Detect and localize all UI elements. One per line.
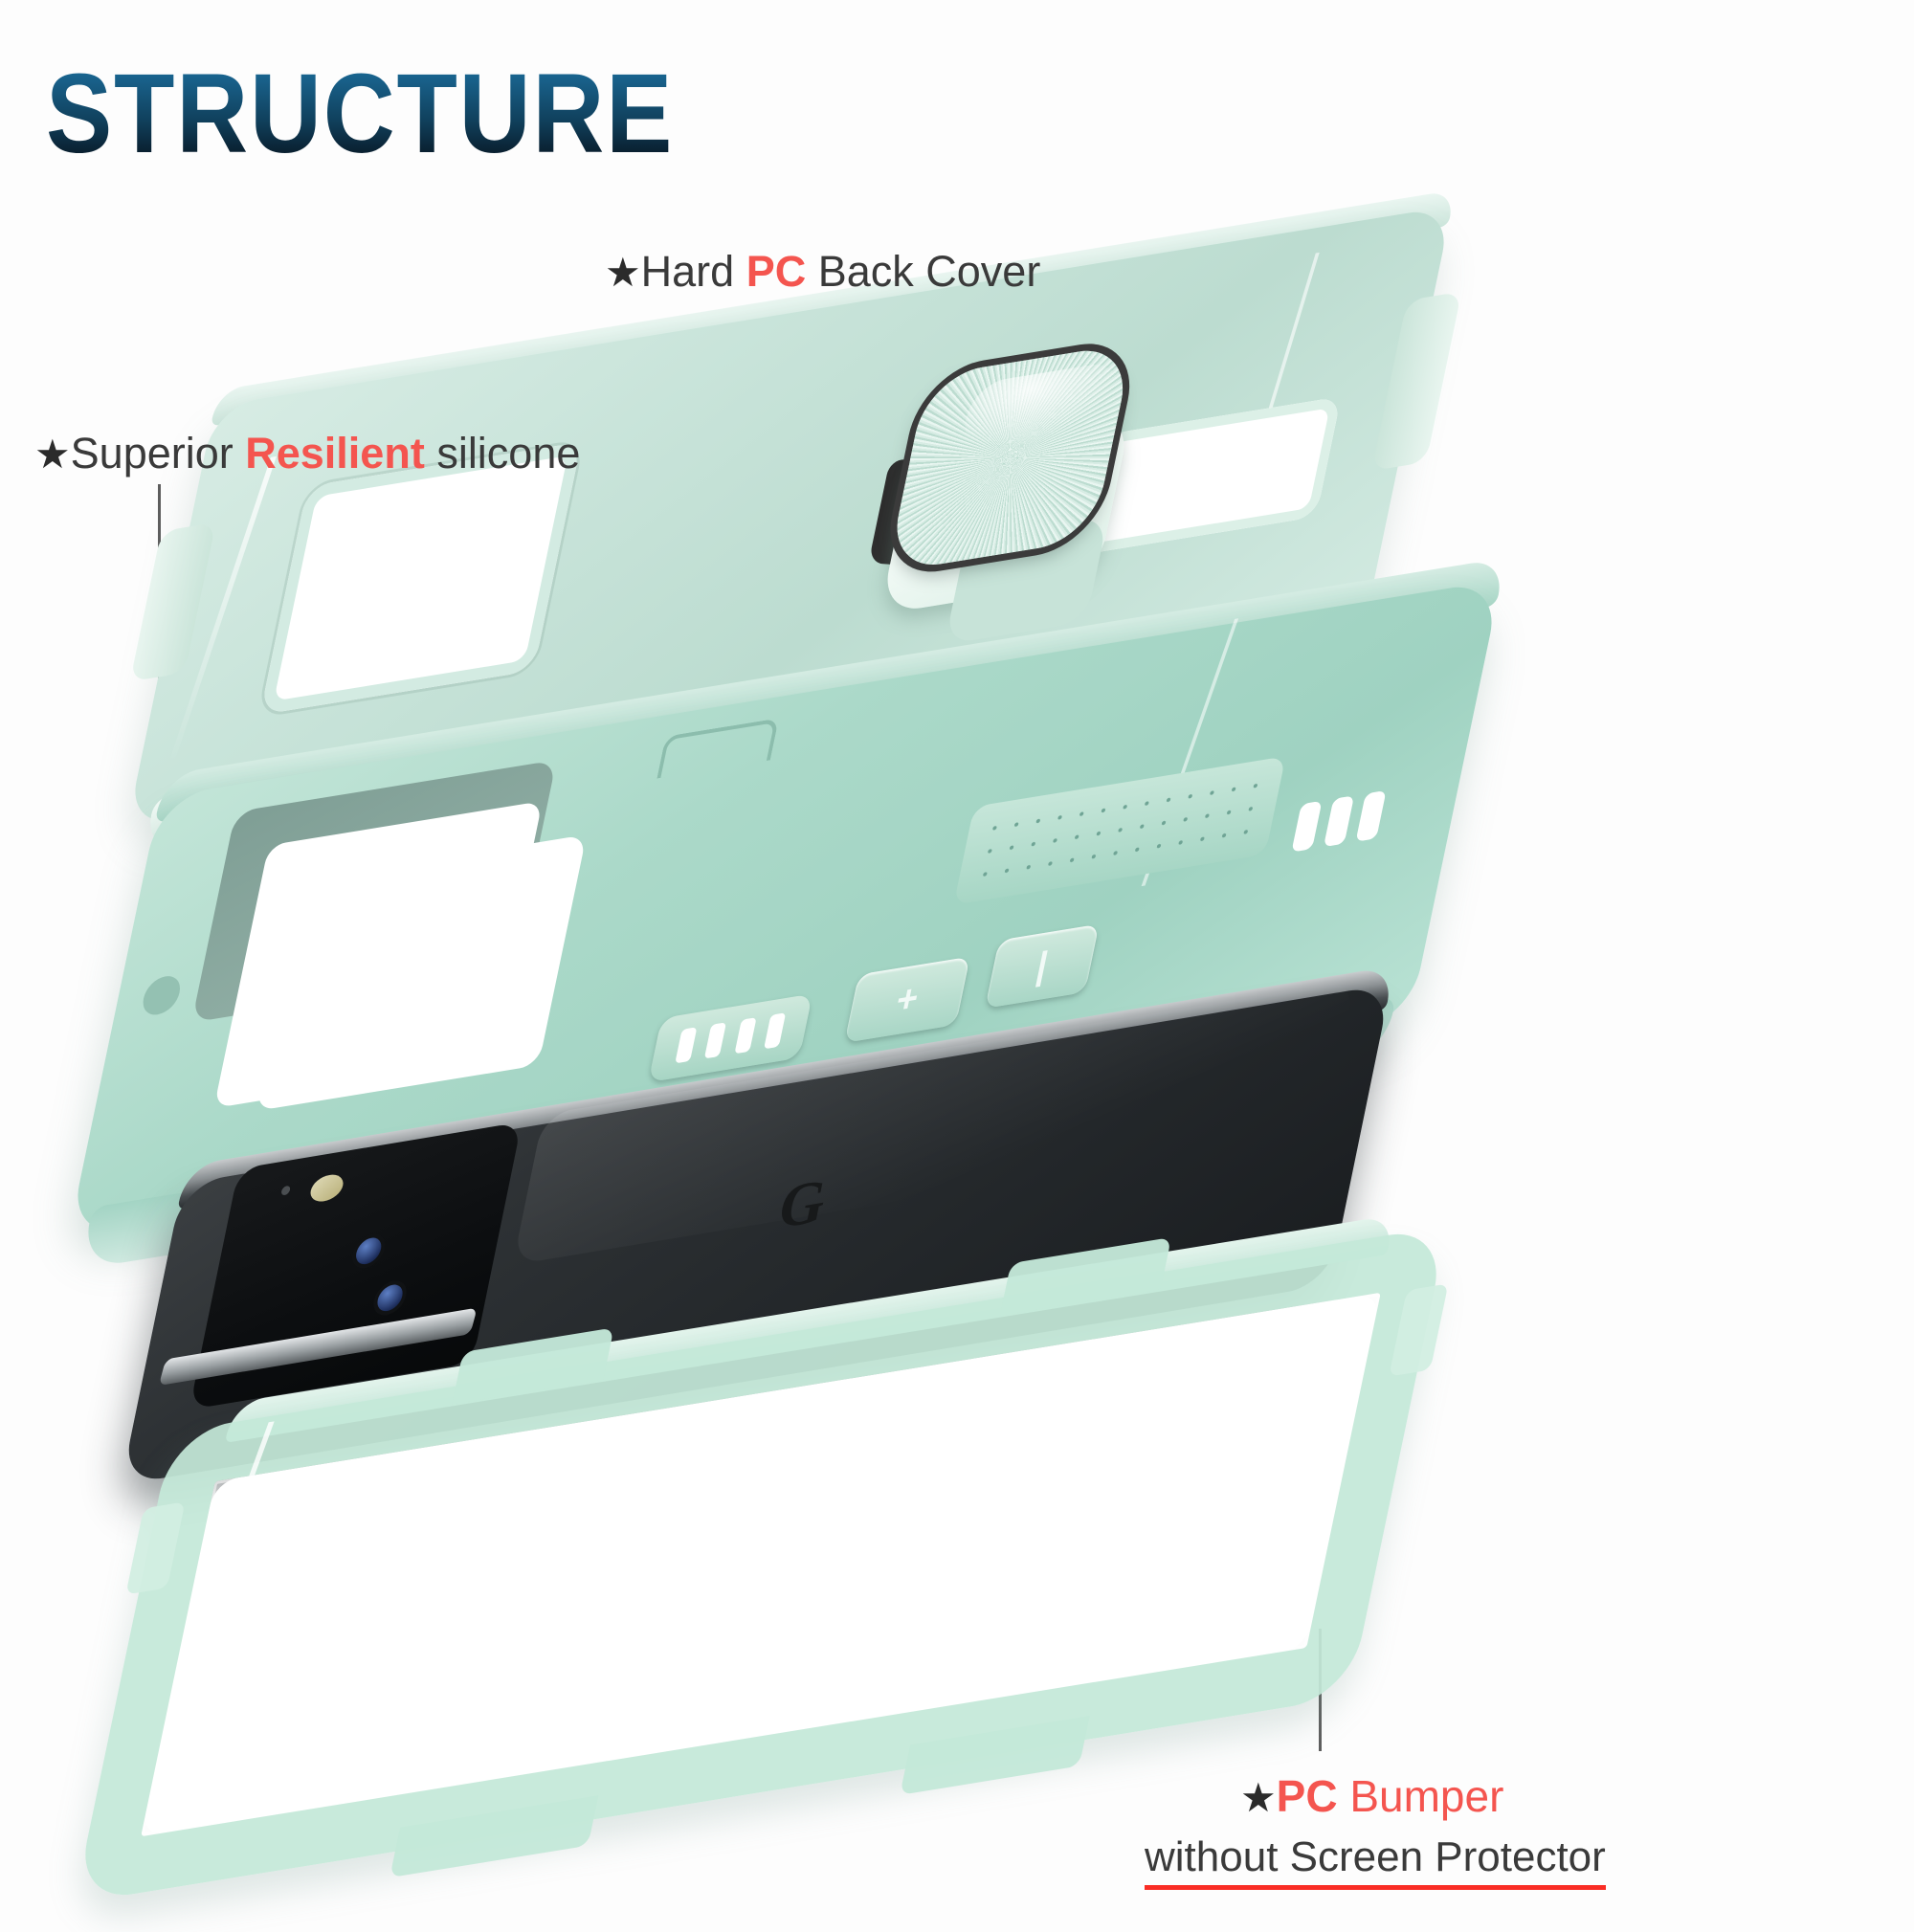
phone-sensor-dot — [280, 1185, 291, 1196]
speaker-grille-dots — [971, 772, 1268, 889]
phone-flash — [307, 1172, 346, 1205]
back-cover-notch-right — [1370, 291, 1462, 472]
callout-pc-bumper: ★PC Bumper — [1240, 1770, 1503, 1822]
slot-bar — [733, 1017, 757, 1055]
silicone-speaker-grille — [953, 756, 1286, 905]
volume-up-button[interactable]: + — [844, 956, 970, 1043]
callout-suffix: Bumper — [1337, 1771, 1504, 1821]
power-button[interactable]: | — [985, 923, 1100, 1009]
silicone-air-vents — [1289, 771, 1445, 862]
air-vent-slot — [1291, 800, 1323, 853]
ring-holder — [845, 338, 1140, 645]
callout-suffix: Back Cover — [806, 247, 1041, 296]
callout-highlight: Resilient — [245, 429, 425, 477]
callout-prefix: Superior — [70, 429, 246, 477]
callout-highlight: PC — [746, 247, 807, 296]
back-cover-camera-cutout — [259, 441, 582, 716]
slot-bar — [704, 1022, 727, 1059]
callout-hard-pc-back-cover: ★Hard PC Back Cover — [605, 247, 1040, 297]
callout-suffix: silicone — [424, 429, 581, 477]
leader-line-bumper — [1319, 1629, 1322, 1751]
star-icon: ★ — [605, 250, 641, 295]
star-icon: ★ — [1240, 1775, 1277, 1820]
air-vent-slot — [1323, 795, 1355, 848]
silicone-mic-hole — [139, 973, 184, 1018]
phone-camera-lens-primary — [353, 1235, 384, 1267]
callout-highlight: PC — [1276, 1771, 1338, 1821]
page-title: STRUCTURE — [46, 51, 675, 177]
callout-prefix: Hard — [640, 247, 746, 296]
ring-holder-highlight — [958, 359, 1124, 455]
star-icon: ★ — [34, 432, 71, 477]
slot-bar — [763, 1012, 786, 1050]
silicone-notch-tab — [657, 718, 780, 779]
callout-superior-resilient-silicone: ★Superior Resilient silicone — [34, 429, 580, 478]
phone-camera-lens-secondary — [374, 1282, 406, 1314]
callout-without-screen-protector: without Screen Protector — [1145, 1833, 1606, 1890]
air-vent-slot — [1355, 789, 1387, 842]
slot-bar — [675, 1027, 698, 1064]
